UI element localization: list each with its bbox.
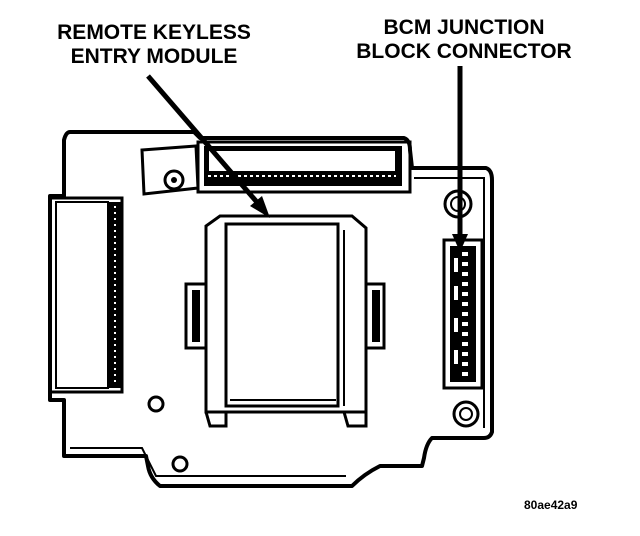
board-inner-edge	[70, 177, 485, 477]
bcm-label-line-1: BCM JUNCTION	[383, 16, 545, 39]
board-outline	[48, 130, 494, 488]
upper-left-mounting-boss	[140, 144, 200, 196]
left-board-hole	[147, 395, 165, 413]
bcm-junction-block-connector-label: BCM JUNCTION BLOCK CONNECTOR	[336, 16, 592, 64]
rke-leader-line	[146, 74, 264, 210]
leader-lines	[146, 66, 468, 252]
lower-right-mounting-hole	[452, 400, 480, 428]
rke-label-line-1: REMOTE KEYLESS	[57, 21, 251, 44]
remote-keyless-entry-module-label: REMOTE KEYLESS ENTRY MODULE	[38, 21, 270, 69]
rke-arrowhead	[250, 196, 270, 218]
bcm-label-line-2: BLOCK CONNECTOR	[356, 40, 572, 63]
rke-label-line-2: ENTRY MODULE	[70, 45, 238, 68]
bcm-junction-block-connector	[442, 238, 484, 390]
rke-module-housing	[184, 214, 386, 428]
bcm-arrowhead	[452, 234, 468, 252]
figure-code: 80ae42a9	[524, 498, 578, 512]
bottom-board-hole	[171, 455, 189, 473]
left-connector	[48, 196, 124, 394]
